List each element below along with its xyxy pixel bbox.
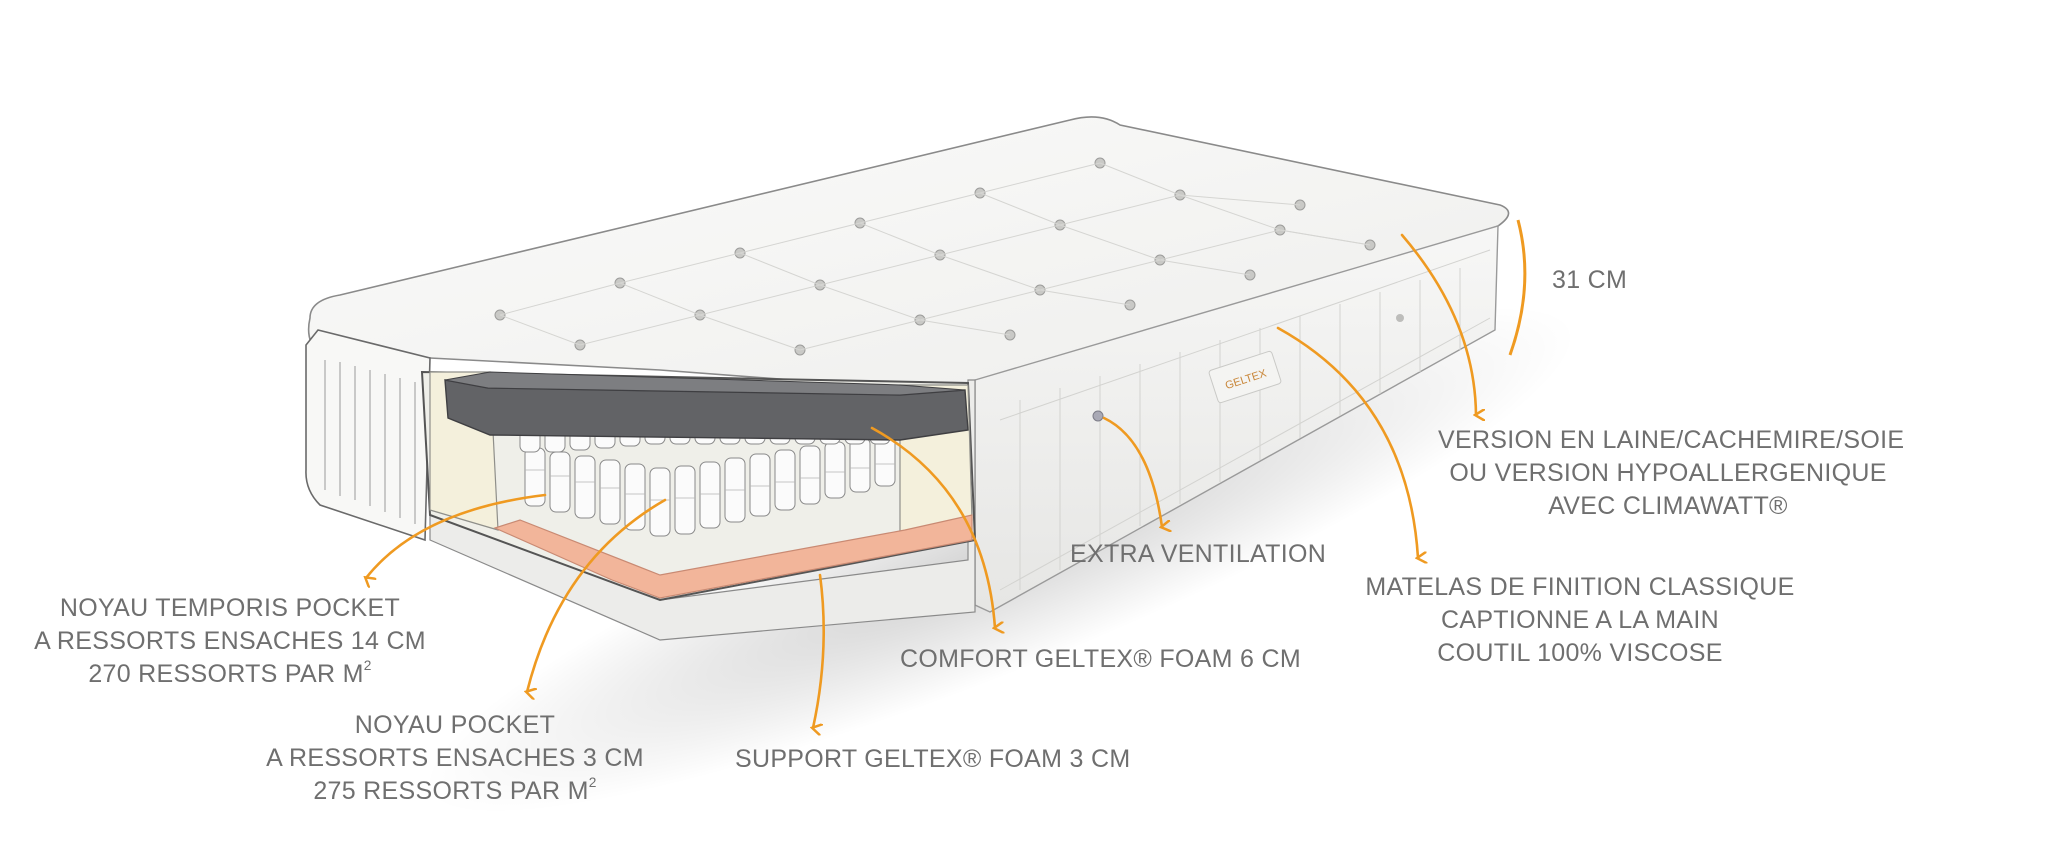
label-height: 31 CM <box>1552 264 1627 297</box>
side-hole-right <box>1396 314 1404 322</box>
label-noyau-temporis-line-1: NOYAU TEMPORIS POCKET <box>30 592 430 625</box>
ventilation-hole <box>1093 411 1103 421</box>
label-version-line-1: VERSION EN LAINE/CACHEMIRE/SOIE <box>1438 424 1898 457</box>
label-matelas-line-2: CAPTIONNE A LA MAIN <box>1360 604 1800 637</box>
label-extra-ventilation: EXTRA VENTILATION <box>1070 538 1326 571</box>
label-noyau-pocket-line-2: A RESSORTS ENSACHES 3 CM <box>255 742 655 775</box>
label-noyau-pocket: NOYAU POCKET A RESSORTS ENSACHES 3 CM 27… <box>255 709 655 808</box>
label-noyau-temporis-line-3: 270 RESSORTS PAR M2 <box>30 658 430 691</box>
label-version-line-2: OU VERSION HYPOALLERGENIQUE <box>1438 457 1898 490</box>
label-matelas-line-3: COUTIL 100% VISCOSE <box>1360 637 1800 670</box>
label-noyau-pocket-line-1: NOYAU POCKET <box>255 709 655 742</box>
label-version: VERSION EN LAINE/CACHEMIRE/SOIE OU VERSI… <box>1438 424 1898 523</box>
label-support: SUPPORT GELTEX® FOAM 3 CM <box>735 743 1130 776</box>
label-noyau-pocket-line-3: 275 RESSORTS PAR M2 <box>255 775 655 808</box>
label-matelas: MATELAS DE FINITION CLASSIQUE CAPTIONNE … <box>1360 571 1800 670</box>
label-comfort: COMFORT GELTEX® FOAM 6 CM <box>900 643 1301 676</box>
label-noyau-temporis-superscript: 2 <box>364 658 372 673</box>
label-noyau-temporis: NOYAU TEMPORIS POCKET A RESSORTS ENSACHE… <box>30 592 430 691</box>
label-noyau-temporis-line-2: A RESSORTS ENSACHES 14 CM <box>30 625 430 658</box>
label-version-line-3: AVEC CLIMAWATT® <box>1438 490 1898 523</box>
label-noyau-pocket-superscript: 2 <box>589 775 597 790</box>
label-matelas-line-1: MATELAS DE FINITION CLASSIQUE <box>1360 571 1800 604</box>
